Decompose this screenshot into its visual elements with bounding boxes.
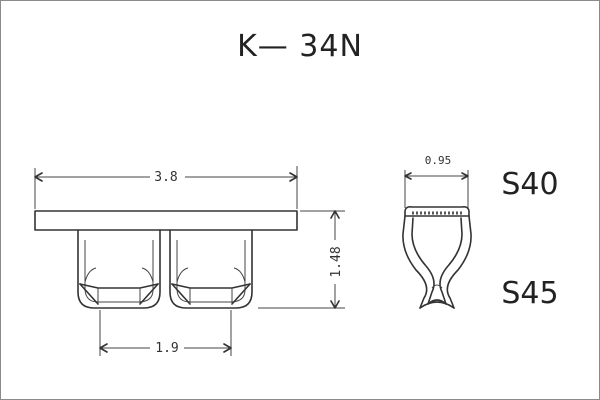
- right-foot: [169, 229, 253, 309]
- size-label-s40: S40: [501, 167, 558, 202]
- size-label-s45: S45: [501, 276, 558, 311]
- left-foot: [77, 229, 161, 309]
- dimension-label-pitch: 1.9: [155, 341, 178, 356]
- dimension-label-overall-width: 3.8: [154, 170, 177, 185]
- side-view: 0.95: [402, 154, 472, 309]
- dimension-pitch: 1.9: [99, 310, 232, 356]
- front-view: 3.8 1.48 1.9: [34, 166, 345, 356]
- dimension-label-thickness: 0.95: [425, 154, 452, 167]
- part-number-title: K— 34N: [237, 29, 363, 64]
- clip-profile: [402, 215, 472, 309]
- top-plate: [34, 210, 298, 231]
- dimension-thickness: 0.95: [404, 154, 469, 208]
- dimension-height: 1.48: [258, 210, 345, 309]
- dimension-overall-width: 3.8: [34, 166, 298, 209]
- dimension-label-height: 1.48: [329, 246, 344, 277]
